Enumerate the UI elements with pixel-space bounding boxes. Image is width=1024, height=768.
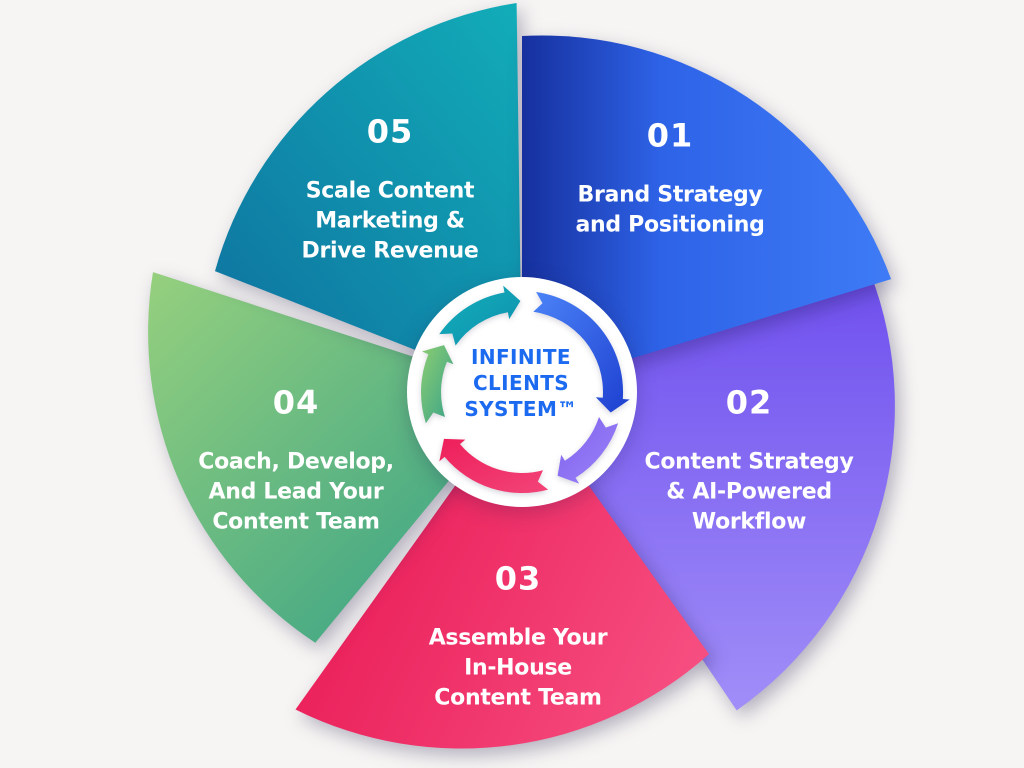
cycle-purple-arrow: [557, 417, 619, 484]
petal-03: [295, 392, 709, 749]
petal-05: [215, 3, 522, 392]
cycle-green-arrow: [421, 345, 454, 424]
center-circle: [407, 277, 637, 507]
cycle-pink-arrow: [439, 438, 549, 494]
petal-01: [522, 35, 892, 392]
cycle-blue-arrow: [533, 292, 630, 413]
cycle-teal-arrow: [439, 285, 521, 346]
